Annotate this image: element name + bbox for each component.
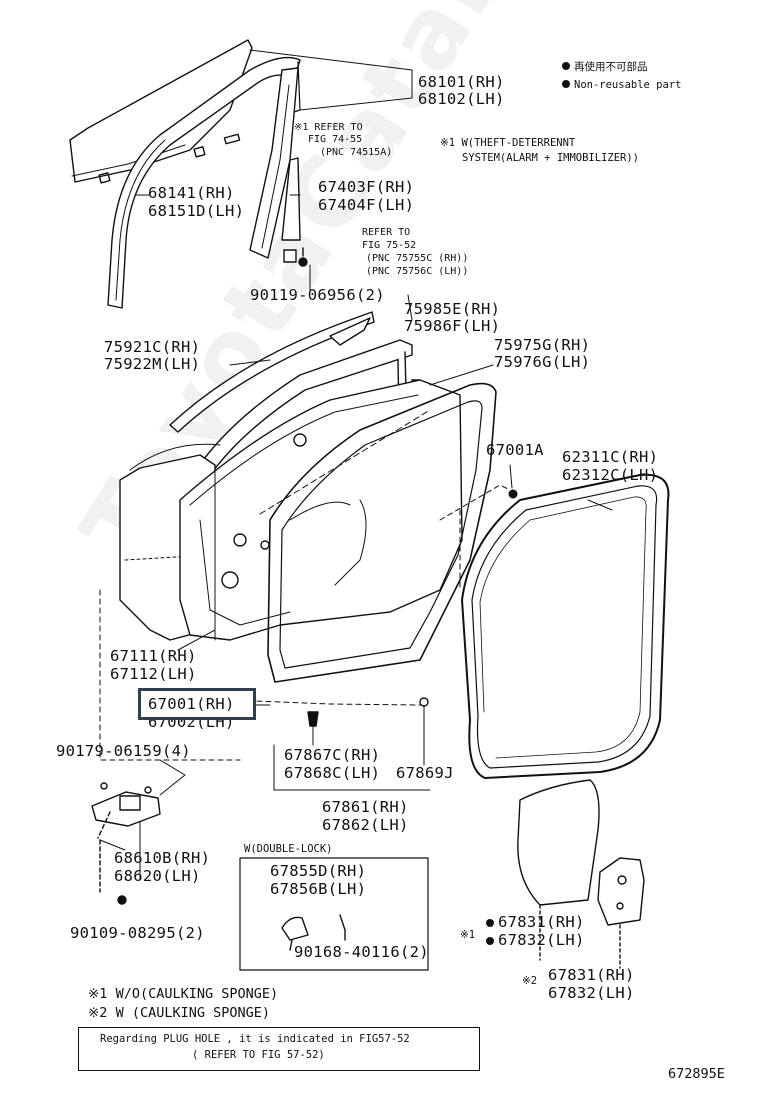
part-67831-rh-nonreusable[interactable]: 67831(RH) — [486, 914, 585, 931]
part-62311c-rh[interactable]: 62311C(RH) — [562, 448, 659, 466]
note-theft-deterrent: ※1 W(THEFT-DETERRENNT — [440, 137, 576, 149]
non-reusable-dot-icon — [486, 919, 494, 927]
part-62312c-lh[interactable]: 62312C(LH) — [562, 466, 659, 484]
door-outline-dashed — [99, 484, 511, 761]
part-67831-rh[interactable]: 67831(RH) — [548, 966, 635, 984]
part-67403f-rh[interactable]: 67403F(RH) — [318, 178, 415, 196]
part-67832-lh[interactable]: 67832(LH) — [548, 984, 635, 1002]
note-caulking-sponge-2: ※2 W (CAULKING SPONGE) — [88, 1005, 270, 1021]
part-90109-08295[interactable]: 90109-08295(2) — [70, 924, 205, 942]
plug-hole-note: Regarding PLUG HOLE , it is indicated in… — [100, 1033, 410, 1045]
part-68141-rh[interactable]: 68141(RH) — [148, 184, 235, 202]
door-weatherstrip — [461, 473, 670, 779]
caulking-sponge — [517, 779, 645, 969]
note-mark-2: ※2 — [522, 975, 538, 987]
part-67111-rh[interactable]: 67111(RH) — [110, 647, 197, 665]
part-68151d-lh[interactable]: 68151D(LH) — [148, 202, 245, 220]
part-67001a[interactable]: 67001A — [486, 441, 544, 459]
part-90168-40116[interactable]: 90168-40116(2) — [294, 943, 429, 961]
part-75976g-lh[interactable]: 75976G(LH) — [494, 353, 591, 371]
note-refer-fig-75-52: (PNC 75755C (RH)) — [366, 253, 469, 264]
figure-code: 672895E — [668, 1066, 725, 1082]
part-67112-lh[interactable]: 67112(LH) — [110, 665, 197, 683]
part-75922m-lh[interactable]: 75922M(LH) — [104, 355, 201, 373]
front-door-panel — [119, 379, 463, 641]
non-reusable-dot-icon — [486, 937, 494, 945]
part-90119-06956[interactable]: 90119-06956(2) — [250, 286, 385, 304]
part-67832-lh-nonreusable[interactable]: 67832(LH) — [486, 932, 585, 949]
note-refer-fig-75-52: REFER TO — [362, 227, 411, 238]
part-67855d-rh[interactable]: 67855D(RH) — [270, 862, 367, 880]
note-refer-fig-75-52: FIG 75-52 — [362, 240, 417, 251]
part-68102-lh[interactable]: 68102(LH) — [418, 90, 505, 108]
door-belt-moulding-outer — [169, 311, 375, 433]
legend-non-reusable-en: Non-reusable part — [562, 80, 681, 91]
plug-hole-note: ( REFER TO FIG 57-52) — [192, 1049, 325, 1061]
note-theft-deterrent: SYSTEM(ALARM + IMMOBILIZER)) — [462, 152, 640, 164]
part-75986f-lh[interactable]: 75986F(LH) — [404, 317, 501, 335]
part-90179-06159[interactable]: 90179-06159(4) — [56, 742, 191, 760]
part-68101-rh[interactable]: 68101(RH) — [418, 73, 505, 91]
legend-non-reusable-jp: 再使用不可部品 — [562, 62, 648, 73]
door-glass — [69, 39, 253, 184]
part-67001-rh-highlighted[interactable]: 67001(RH) — [148, 695, 235, 713]
trim-clips — [273, 697, 431, 791]
note-refer-fig-74-55: ※1 REFER TO — [294, 122, 363, 133]
part-68620-lh[interactable]: 68620(LH) — [114, 867, 201, 885]
plug-hole-note-box — [78, 1027, 480, 1071]
note-mark-1: ※1 — [460, 929, 476, 941]
note-refer-fig-75-52: (PNC 75756C (LH)) — [366, 266, 469, 277]
non-reusable-dot-icon — [562, 80, 570, 88]
part-67869j[interactable]: 67869J — [396, 764, 454, 782]
door-opening-trim-weatherstrip — [259, 382, 497, 683]
part-67862-lh[interactable]: 67862(LH) — [322, 816, 409, 834]
part-75921c-rh[interactable]: 75921C(RH) — [104, 338, 201, 356]
non-reusable-dot-icon — [562, 62, 570, 70]
note-refer-fig-74-55: (PNC 74515A) — [320, 147, 393, 158]
part-75985e-rh[interactable]: 75985E(RH) — [404, 300, 501, 318]
part-67867c-rh[interactable]: 67867C(RH) — [284, 746, 381, 764]
door-check-assembly — [91, 782, 161, 905]
note-caulking-sponge-1: ※1 W/O(CAULKING SPONGE) — [88, 986, 279, 1002]
part-67868c-lh[interactable]: 67868C(LH) — [284, 764, 381, 782]
note-refer-fig-74-55: FIG 74-55 — [308, 134, 363, 145]
part-68610b-rh[interactable]: 68610B(RH) — [114, 849, 211, 867]
part-75975g-rh[interactable]: 75975G(RH) — [494, 336, 591, 354]
part-67856b-lh[interactable]: 67856B(LH) — [270, 880, 367, 898]
highlighted-part-box — [138, 688, 256, 720]
note-double-lock: W(DOUBLE-LOCK) — [244, 843, 333, 855]
double-lock-detail-box — [239, 857, 429, 971]
part-67861-rh[interactable]: 67861(RH) — [322, 798, 409, 816]
division-bar-channel — [249, 67, 308, 267]
part-67404f-lh[interactable]: 67404F(LH) — [318, 196, 415, 214]
